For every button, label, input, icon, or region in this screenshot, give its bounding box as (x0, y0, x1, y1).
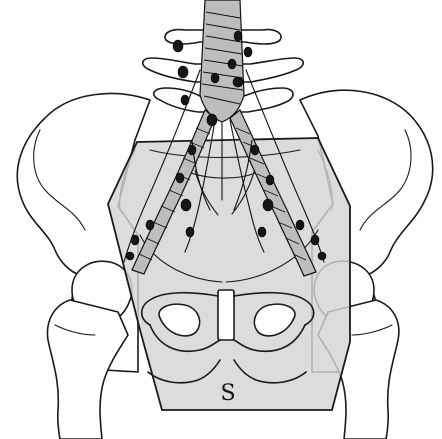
field-label: S (220, 381, 235, 406)
lymph-node (233, 77, 243, 87)
lymph-node (296, 220, 304, 230)
lymph-node (176, 173, 184, 183)
lymph-node (178, 66, 188, 78)
lymph-node (263, 199, 273, 211)
lymph-node (181, 199, 191, 211)
lymph-node (146, 220, 154, 230)
lymph-node (266, 175, 274, 185)
lymph-node (318, 252, 326, 260)
lymph-node (126, 252, 134, 260)
lymph-node (234, 31, 242, 41)
lymph-node (207, 114, 217, 126)
lymph-node (251, 145, 259, 155)
lymph-node (244, 47, 252, 57)
lymph-node (173, 40, 183, 52)
lymph-node (188, 145, 196, 155)
lymph-node (211, 73, 219, 83)
lymph-node (258, 227, 266, 237)
pubic-symphysis (218, 290, 234, 340)
lymph-node (181, 95, 189, 105)
lymph-node (131, 235, 139, 245)
lymph-node (228, 59, 236, 69)
lymph-node (311, 235, 319, 245)
lymph-node (186, 227, 194, 237)
